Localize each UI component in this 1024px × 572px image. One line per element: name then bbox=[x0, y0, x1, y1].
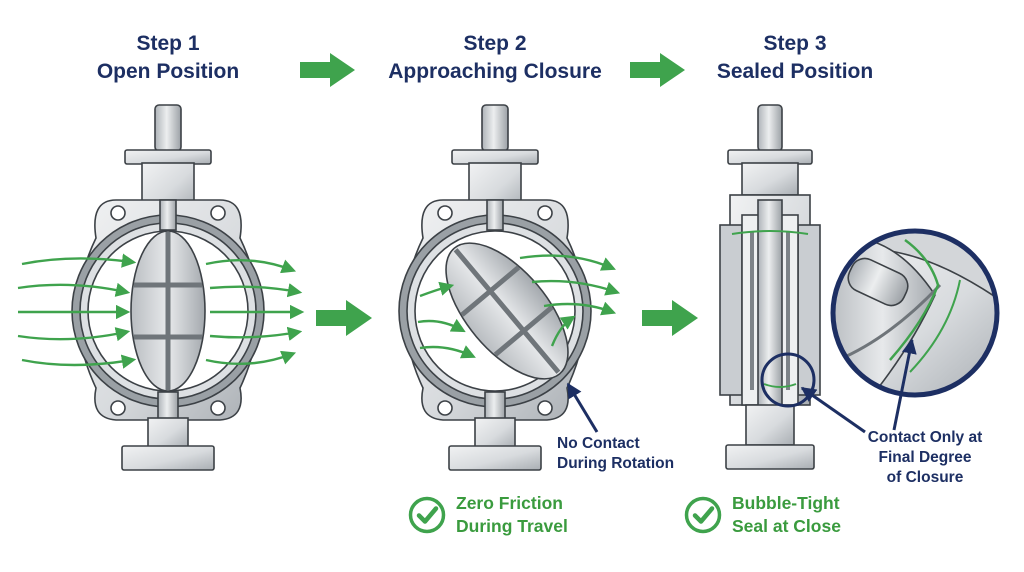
callout-no-contact-line2: During Rotation bbox=[557, 455, 675, 472]
flow-arrows-outlet-open bbox=[205, 258, 305, 366]
flow-arrow bbox=[21, 253, 137, 268]
flow-arrow bbox=[543, 301, 617, 316]
step-2-header: Step 2 Approaching Closure bbox=[365, 30, 625, 86]
callout-final-contact: Contact Only at Final Degree of Closure bbox=[857, 428, 993, 488]
benefit-zero-friction-text: Zero Friction During Travel bbox=[456, 492, 568, 538]
valve-open bbox=[71, 104, 265, 471]
benefit-zero-friction-line2: During Travel bbox=[456, 516, 568, 536]
step-1-name: Open Position bbox=[96, 60, 240, 83]
right-arrow-icon bbox=[642, 300, 698, 336]
step-1-number: Step 1 bbox=[136, 32, 200, 55]
pointer-arrow-icon bbox=[800, 386, 866, 434]
flow-arrow bbox=[209, 283, 303, 298]
benefit-zero-friction-line1: Zero Friction bbox=[456, 493, 563, 513]
seal-contact-line-top bbox=[731, 230, 809, 235]
detail-highlight-ring bbox=[760, 352, 816, 408]
benefit-bubble-tight-line2: Seal at Close bbox=[732, 516, 841, 536]
flow-arrow bbox=[17, 327, 131, 342]
flow-arrows-rotating bbox=[417, 254, 621, 359]
check-circle-icon bbox=[684, 496, 722, 534]
benefit-bubble-tight-line1: Bubble-Tight bbox=[732, 493, 840, 513]
benefit-bubble-tight-text: Bubble-Tight Seal at Close bbox=[732, 492, 841, 538]
flow-arrow bbox=[205, 350, 297, 366]
valve-rotating bbox=[398, 104, 592, 471]
magnified-seal-detail bbox=[830, 228, 1000, 398]
flow-arrow bbox=[17, 282, 131, 297]
step-2-name: Approaching Closure bbox=[388, 60, 602, 83]
benefit-bubble-tight: Bubble-Tight Seal at Close bbox=[684, 492, 841, 538]
flow-arrow bbox=[205, 258, 297, 274]
benefit-zero-friction: Zero Friction During Travel bbox=[408, 492, 568, 538]
pointer-arrow-icon bbox=[566, 382, 599, 433]
flow-arrow bbox=[419, 345, 476, 359]
right-arrow-icon bbox=[630, 53, 685, 87]
step-3-number: Step 3 bbox=[763, 32, 827, 55]
callout-final-contact-line3: of Closure bbox=[886, 469, 964, 486]
flow-arrow bbox=[419, 281, 455, 298]
pointer-arrow-icon bbox=[892, 338, 917, 431]
flow-arrow bbox=[21, 354, 137, 369]
flow-arrow bbox=[519, 254, 616, 271]
right-arrow-icon bbox=[300, 53, 355, 87]
flow-arrow bbox=[550, 315, 576, 347]
flow-arrow bbox=[209, 326, 303, 341]
step-2-number: Step 2 bbox=[463, 32, 527, 55]
callout-no-contact-line1: No Contact bbox=[557, 435, 640, 452]
callout-no-contact: No Contact During Rotation bbox=[557, 434, 674, 474]
callout-final-contact-line1: Contact Only at bbox=[867, 429, 983, 446]
right-arrow-icon bbox=[316, 300, 372, 336]
step-3-name: Sealed Position bbox=[716, 60, 874, 83]
step-1-header: Step 1 Open Position bbox=[38, 30, 298, 86]
flow-arrow bbox=[531, 279, 621, 296]
flow-arrows-inlet-open bbox=[17, 253, 137, 369]
callout-final-contact-line2: Final Degree bbox=[878, 449, 972, 466]
step-3-header: Step 3 Sealed Position bbox=[665, 30, 925, 86]
flow-arrow bbox=[417, 318, 466, 333]
seal-contact-line-bottom bbox=[763, 383, 797, 388]
valve-sealed bbox=[719, 104, 821, 470]
check-circle-icon bbox=[408, 496, 446, 534]
